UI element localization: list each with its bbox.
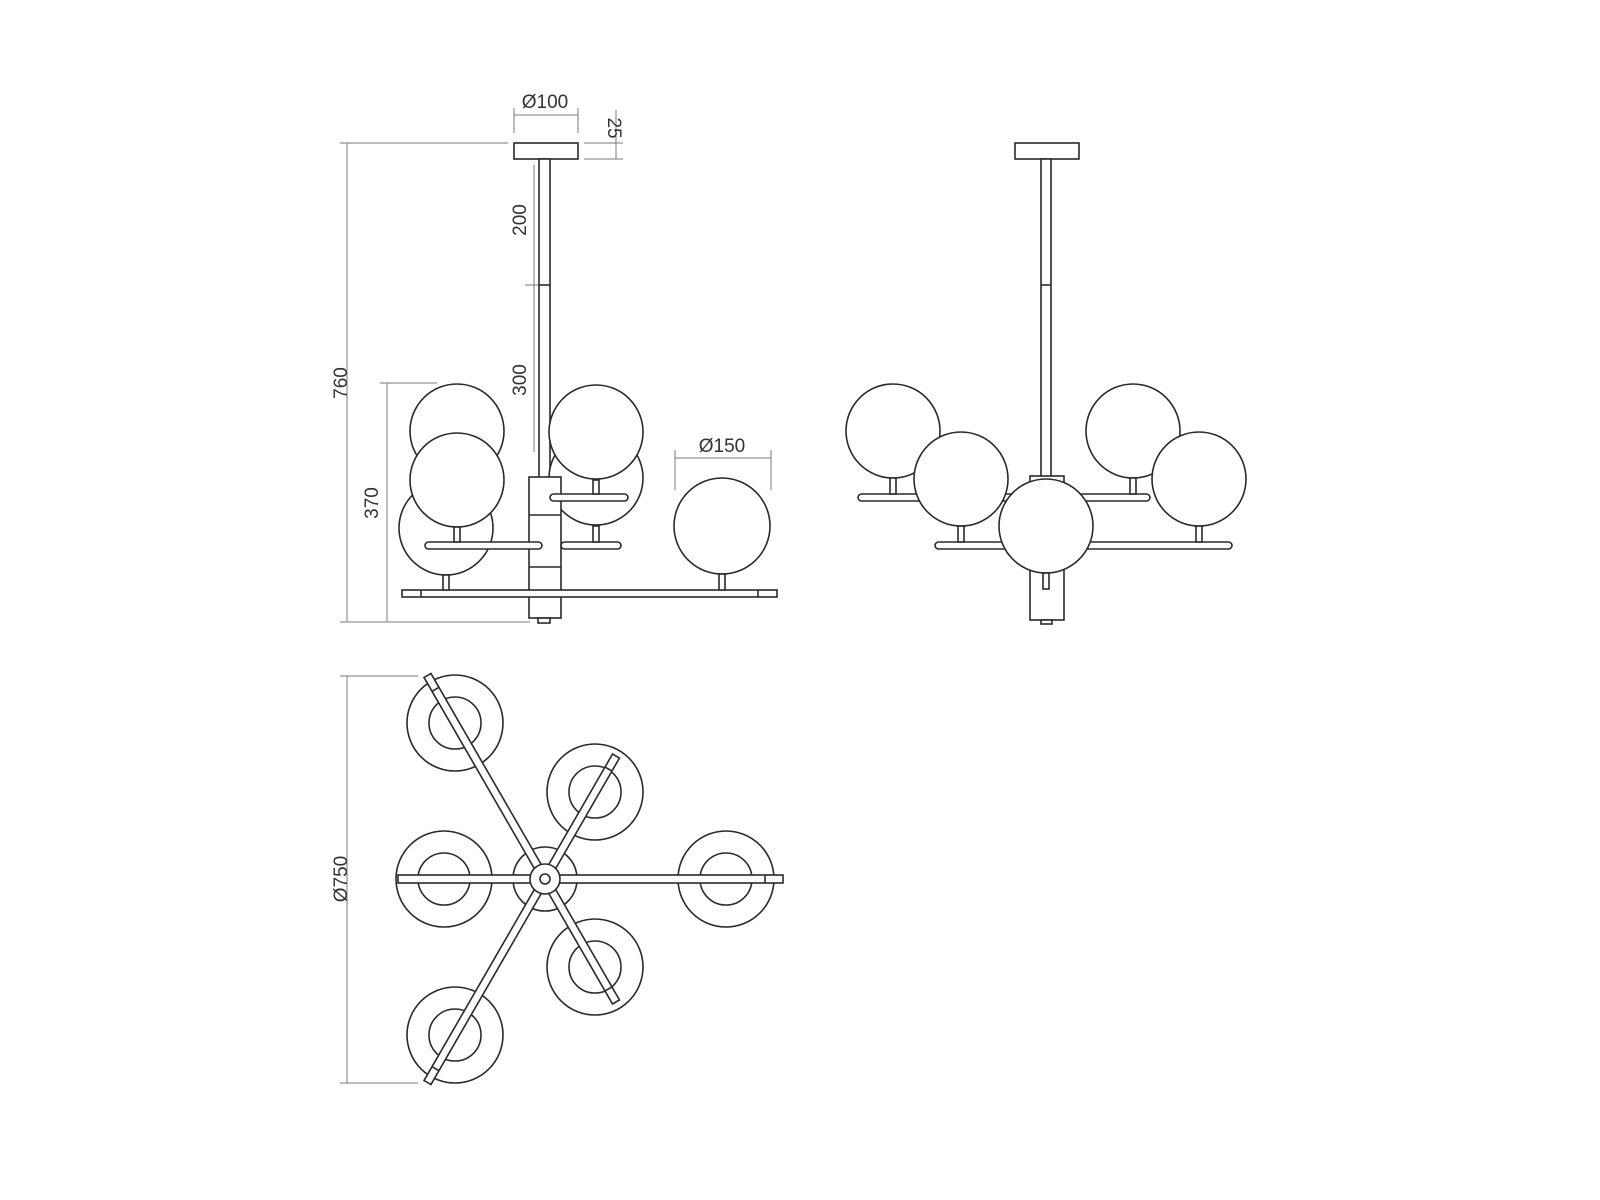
canopy-diameter-label: Ø100 xyxy=(522,92,568,113)
arm xyxy=(549,493,629,502)
overall-diameter-label: Ø750 xyxy=(331,856,352,902)
globe xyxy=(1151,431,1247,527)
side-view xyxy=(845,142,1247,625)
globe xyxy=(409,432,505,528)
rod-upper-label: 200 xyxy=(510,204,531,236)
front-view: Ø100 25 200 300 760 370 Ø150 xyxy=(331,92,778,624)
top-view: Ø750 xyxy=(331,672,784,1086)
body-height-label: 370 xyxy=(362,487,383,519)
globe xyxy=(998,478,1094,574)
arm xyxy=(401,589,778,598)
arms-top xyxy=(397,672,784,1086)
globe xyxy=(548,384,644,480)
dimension-lines xyxy=(340,108,772,623)
globe xyxy=(673,477,771,575)
hub xyxy=(529,863,561,895)
canopy-height-label: 25 xyxy=(603,117,624,138)
canopy xyxy=(513,142,579,160)
globe-diameter-label: Ø150 xyxy=(699,436,745,457)
rod-lower-label: 300 xyxy=(510,364,531,396)
arm xyxy=(560,541,622,550)
arm xyxy=(424,541,543,550)
canopy xyxy=(1014,142,1080,160)
rod xyxy=(1040,158,1052,480)
globe xyxy=(913,431,1009,527)
total-height-label: 760 xyxy=(331,367,352,399)
